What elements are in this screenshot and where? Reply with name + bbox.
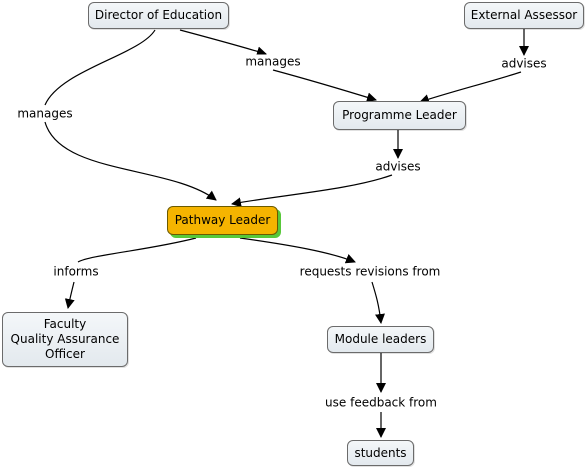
link-label-informs: informs <box>51 264 101 280</box>
edge-pathway-to-requests <box>239 237 356 264</box>
node-students[interactable]: students <box>347 440 414 466</box>
edge-manages-right-to-programme <box>272 69 377 103</box>
link-label-use-feedback: use feedback from <box>323 395 439 411</box>
node-module-leaders[interactable]: Module leaders <box>327 326 434 353</box>
edge-pathway-to-informs <box>77 237 197 263</box>
edge-director-to-manages-left <box>44 29 156 106</box>
node-label: Faculty Quality Assurance Officer <box>10 317 120 361</box>
edge-informs-to-faculty <box>64 281 75 309</box>
node-pathway-leader[interactable]: Pathway Leader <box>167 206 278 235</box>
edge-advises-to-pathway <box>231 174 393 208</box>
edge-advises-to-programme <box>419 71 522 104</box>
node-label: Pathway Leader <box>174 213 271 227</box>
node-label: Director of Education <box>94 8 223 22</box>
link-label-manages-right: manages <box>243 54 303 70</box>
node-programme-leader[interactable]: Programme Leader <box>333 101 466 130</box>
link-label-advises-mid: advises <box>373 159 423 175</box>
link-label-advises-top: advises <box>499 56 549 72</box>
link-label-requests: requests revisions from <box>297 264 443 280</box>
node-external-assessor[interactable]: External Assessor <box>464 2 584 29</box>
node-faculty-quality-assurance-officer[interactable]: Faculty Quality Assurance Officer <box>2 312 128 367</box>
edge-requests-to-module <box>371 281 385 324</box>
node-label: Programme Leader <box>342 108 457 122</box>
node-label: students <box>354 445 407 460</box>
link-label-manages-left: manages <box>15 106 75 122</box>
edge-manages-left-to-pathway <box>44 121 217 201</box>
node-label: Module leaders <box>334 332 427 346</box>
edge-director-to-manages-right <box>179 29 267 57</box>
node-label: External Assessor <box>470 8 578 22</box>
node-director-of-education[interactable]: Director of Education <box>88 2 229 29</box>
